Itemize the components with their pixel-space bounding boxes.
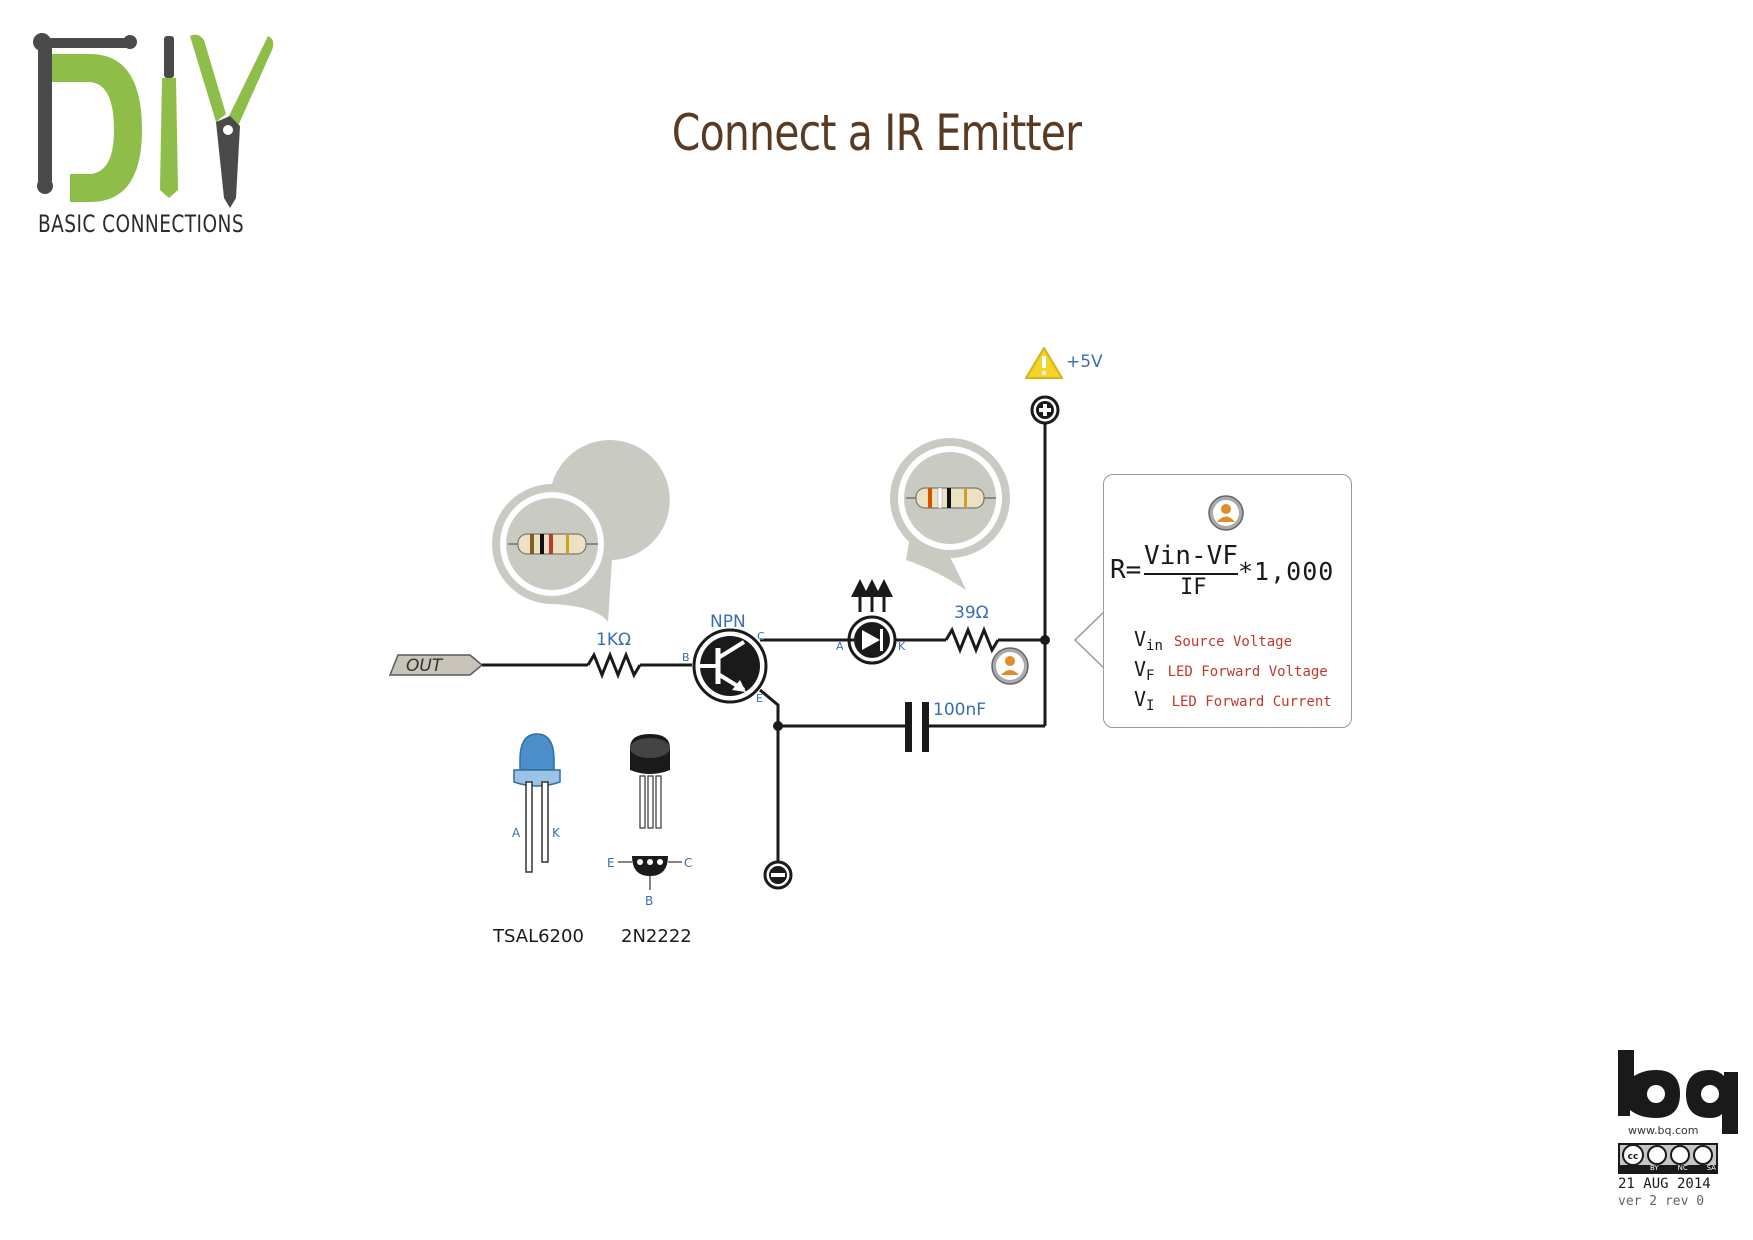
capacitor-100nf bbox=[905, 702, 929, 752]
pin-b-label: B bbox=[682, 651, 690, 664]
cc-license-badge: cc bbox=[1618, 1143, 1718, 1174]
logo-subtitle: BASIC CONNECTIONS bbox=[38, 210, 245, 238]
transistor-part-pin-b: B bbox=[645, 894, 654, 908]
bq-logo bbox=[1618, 1050, 1738, 1134]
formula-fraction-bar bbox=[1144, 573, 1238, 575]
formula-numerator: Vin-VF bbox=[1144, 541, 1238, 571]
resistor-39-callout bbox=[890, 438, 1010, 590]
legend-desc: LED Forward Current bbox=[1171, 694, 1332, 710]
legend-row-vi: VI LED Forward Current bbox=[1134, 687, 1344, 714]
legend-row-vf: VF LED Forward Voltage bbox=[1134, 657, 1344, 684]
legend-desc: LED Forward Voltage bbox=[1167, 664, 1328, 680]
npn-transistor bbox=[692, 628, 768, 704]
license-labels: BY NC SA bbox=[1650, 1164, 1716, 1172]
footer-version: ver 2 rev 0 bbox=[1618, 1194, 1705, 1209]
legend-sub: F bbox=[1146, 668, 1155, 685]
transistor-part-drawing bbox=[618, 734, 682, 890]
led-cathode-label: K bbox=[898, 640, 906, 653]
formula-box: R= Vin-VF IF *1,000 Vin Source Voltage V… bbox=[1103, 474, 1352, 728]
formula-denominator: IF bbox=[1180, 575, 1207, 600]
legend-row-vin: Vin Source Voltage bbox=[1134, 627, 1344, 654]
minus-terminal bbox=[763, 860, 793, 890]
transistor-part-pin-e: E bbox=[607, 856, 615, 870]
resistor-39 bbox=[944, 625, 1000, 655]
transistor-type-label: NPN bbox=[710, 612, 746, 632]
license-nc: NC bbox=[1677, 1164, 1688, 1172]
legend-desc: Source Voltage bbox=[1174, 634, 1293, 650]
cap-label: 100nF bbox=[933, 700, 987, 720]
plus-terminal bbox=[1030, 395, 1060, 425]
led-part-name: TSAL6200 bbox=[493, 926, 584, 947]
out-connector bbox=[388, 654, 484, 676]
warning-icon bbox=[1025, 347, 1063, 379]
legend-sub: I bbox=[1146, 698, 1155, 715]
legend-symbol: V bbox=[1134, 687, 1147, 711]
footer-date: 21 AUG 2014 bbox=[1618, 1176, 1711, 1192]
out-label: OUT bbox=[406, 656, 443, 676]
license-by: BY bbox=[1650, 1164, 1659, 1172]
svg-text:cc: cc bbox=[1628, 1152, 1639, 1162]
page-title: Connect a IR Emitter bbox=[671, 104, 1082, 162]
legend-symbol: V bbox=[1134, 657, 1147, 681]
pin-c-label: C bbox=[757, 630, 765, 643]
transistor-part-name: 2N2222 bbox=[621, 926, 692, 947]
led-part-pin-a: A bbox=[512, 826, 521, 840]
vcc-label: +5V bbox=[1066, 352, 1103, 372]
bq-url: www.bq.com bbox=[1628, 1124, 1699, 1137]
formula-multiplier: *1,000 bbox=[1238, 557, 1335, 586]
transistor-part-pin-c: C bbox=[684, 856, 693, 870]
led-part-drawing bbox=[513, 733, 561, 873]
user-icon-formula bbox=[1208, 495, 1244, 531]
pin-e-label: E bbox=[756, 692, 763, 705]
diy-logo bbox=[33, 33, 274, 208]
led-part-pin-k: K bbox=[552, 826, 560, 840]
r1-label: 1KΩ bbox=[596, 630, 631, 650]
legend-sub: in bbox=[1146, 638, 1163, 655]
license-sa: SA bbox=[1706, 1164, 1716, 1172]
user-icon-39 bbox=[991, 647, 1029, 685]
r2-label: 39Ω bbox=[954, 603, 989, 623]
resistor-1k bbox=[586, 650, 642, 680]
formula-r: R= bbox=[1110, 555, 1142, 585]
resistor-1k-callout bbox=[492, 440, 670, 622]
legend-symbol: V bbox=[1134, 627, 1147, 651]
wires bbox=[482, 422, 1047, 862]
logo-d-shape bbox=[42, 54, 142, 202]
led-anode-label: A bbox=[836, 640, 844, 653]
ir-led-symbol bbox=[846, 579, 897, 665]
formula-box-pointer bbox=[1073, 611, 1105, 669]
